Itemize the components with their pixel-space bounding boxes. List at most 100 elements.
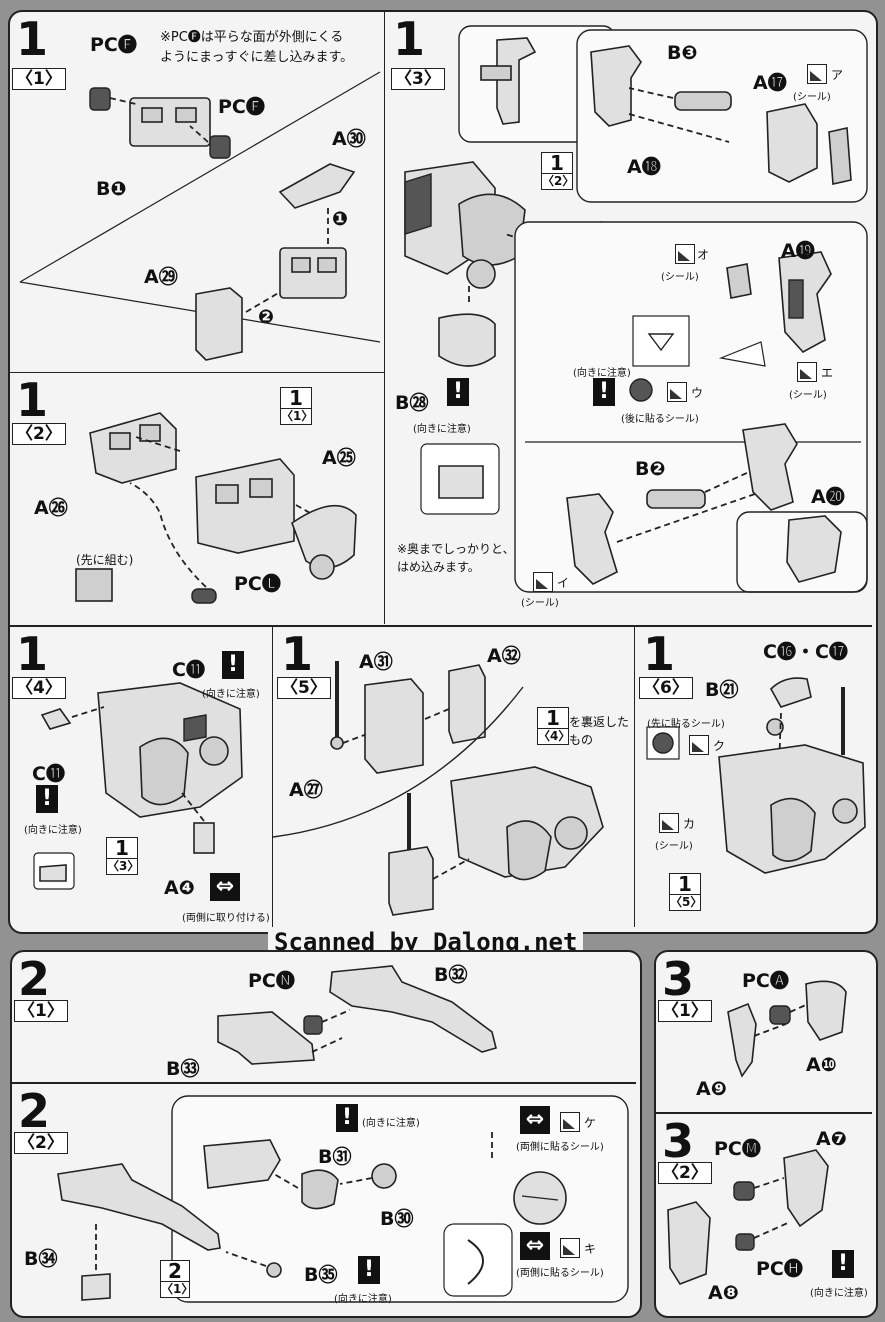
sticker-icon (560, 1112, 580, 1132)
part-label: A㉗ (289, 779, 323, 801)
assembly-drawing (667, 1149, 829, 1285)
part-label: A❿ (806, 1054, 837, 1076)
reference-box: 2 〈1〉 (160, 1260, 194, 1298)
instruction-note: ※奥までしっかりと、 はめ込みます。 (397, 542, 515, 574)
sticker-letter: キ (584, 1242, 597, 1256)
panel-3-1: 3 〈1〉 PC🅐 A❿ A❾ (656, 952, 872, 1112)
step-number: 1 (16, 627, 49, 681)
panel-1-3: 1 〈3〉 1 〈2〉 (384, 12, 871, 624)
panel-1-5: 1 〈5〉 A㉛ A㉜ A㉗ 1 〈4〉 を裏返した もの (272, 627, 635, 927)
caution-icon: ! (832, 1250, 854, 1278)
part-label: A❹ (164, 877, 195, 899)
assembly-drawing (33, 682, 243, 890)
both-sides-text: (両側に貼るシール) (516, 1268, 604, 1279)
part-label: PC🅕 (218, 96, 265, 118)
part-label: A㉖ (34, 497, 68, 519)
seal-label: (シール) (789, 390, 827, 401)
reference-box: 1 〈1〉 (280, 387, 313, 425)
step-number: 3 (662, 952, 695, 1006)
sticker-icon (659, 813, 679, 833)
part-label: B❶ (96, 178, 127, 200)
caution-icon: ! (222, 651, 244, 679)
sticker-letter: イ (557, 576, 570, 590)
part-label: B㉛ (318, 1146, 352, 1168)
sticker-icon (689, 735, 709, 755)
part-label: B㉝ (166, 1058, 200, 1080)
assembly-drawing (217, 965, 497, 1065)
seal-label: (シール) (661, 272, 699, 283)
row-divider (656, 1112, 872, 1114)
substep-label: 〈1〉 (14, 1000, 68, 1022)
order-marker: ❶ (332, 208, 349, 230)
seal-label: (シール) (793, 92, 831, 103)
part-label: B㉜ (434, 964, 468, 986)
part-label: A⓳ (781, 240, 815, 262)
part-label: A⓱ (753, 72, 787, 94)
assembly-drawing (19, 71, 381, 361)
part-label: B㉟ (304, 1264, 338, 1286)
panel-1-2: 1 〈2〉 1 〈1〉 A㉖ A㉕ PC🅛 (先に組む) (10, 372, 384, 625)
step-number: 2 (18, 1084, 51, 1138)
substep-label: 〈2〉 (14, 1132, 68, 1154)
part-label: A㉜ (487, 645, 521, 667)
part-label: A㉚ (332, 128, 366, 150)
after-sticker-text: (後に貼るシール) (621, 414, 699, 425)
sticker-icon (807, 64, 827, 84)
sticker-letter: ケ (584, 1116, 597, 1130)
reference-box: 1 〈4〉 (537, 707, 571, 745)
caution-text: (向きに注意) (413, 424, 471, 435)
sticker-icon (675, 244, 695, 264)
both-sides-icon: ⇔ (210, 873, 240, 901)
step-number: 1 (643, 627, 676, 681)
step-number: 1 (393, 12, 426, 66)
substep-label: 〈5〉 (277, 677, 331, 699)
reference-box: 1 〈5〉 (669, 873, 702, 911)
sticker-icon (560, 1238, 580, 1258)
reference-box: 1 〈2〉 (541, 152, 574, 190)
part-label: A㉙ (144, 266, 178, 288)
part-label: A⓲ (627, 156, 661, 178)
caution-icon: ! (358, 1256, 380, 1284)
part-label: PC🅗 (756, 1258, 803, 1280)
caution-icon: ! (593, 378, 615, 406)
assembly-drawing (75, 412, 357, 604)
assembly-drawing (273, 661, 604, 916)
caution-text: (向きに注意) (362, 1118, 420, 1129)
caution-icon: ! (447, 378, 469, 406)
step-number: 1 (16, 373, 49, 427)
substep-label: 〈1〉 (658, 1000, 712, 1022)
part-label: A❽ (708, 1282, 739, 1304)
substep-label: 〈3〉 (391, 68, 445, 90)
reference-substep: 〈4〉 (538, 729, 571, 743)
caution-text: (向きに注意) (24, 825, 82, 836)
reference-step: 2 (161, 1261, 189, 1282)
reference-step: 1 (538, 708, 568, 729)
instruction-note: (先に組む) (76, 553, 134, 567)
part-label: B㉞ (24, 1248, 58, 1270)
sticker-letter: カ (683, 817, 696, 831)
step-number: 2 (18, 952, 51, 1006)
both-sides-icon: ⇔ (520, 1232, 550, 1260)
reference-box: 1 〈3〉 (106, 837, 139, 875)
part-label: A❾ (696, 1078, 727, 1100)
caution-icon: ! (336, 1104, 358, 1132)
caution-text: (向きに注意) (202, 689, 260, 700)
caution-text: (向きに注意) (334, 1294, 392, 1305)
part-label: B❸ (667, 42, 698, 64)
part-label: A❼ (816, 1128, 847, 1150)
substep-label: 〈2〉 (12, 423, 66, 445)
part-label: A⓴ (811, 486, 845, 508)
instruction-note: を裏返した もの (569, 715, 630, 747)
step-number: 1 (281, 627, 314, 681)
part-label: A㉛ (359, 651, 393, 673)
part-label: B㉑ (705, 679, 739, 701)
both-sides-icon: ⇔ (520, 1106, 550, 1134)
panel-1-4: 1 〈4〉 C⓫ ! (向きに注意) C⓫ ! (向きに注意) 1 〈3〉 A❹… (10, 627, 272, 927)
row-divider (10, 625, 872, 627)
sticker-icon (667, 382, 687, 402)
assembly-drawing (57, 1095, 629, 1303)
part-label: C⓫ (32, 763, 65, 785)
reference-substep: 〈1〉 (161, 1282, 194, 1296)
part-label: PC🅝 (248, 970, 295, 992)
part-label: A㉕ (322, 447, 356, 469)
